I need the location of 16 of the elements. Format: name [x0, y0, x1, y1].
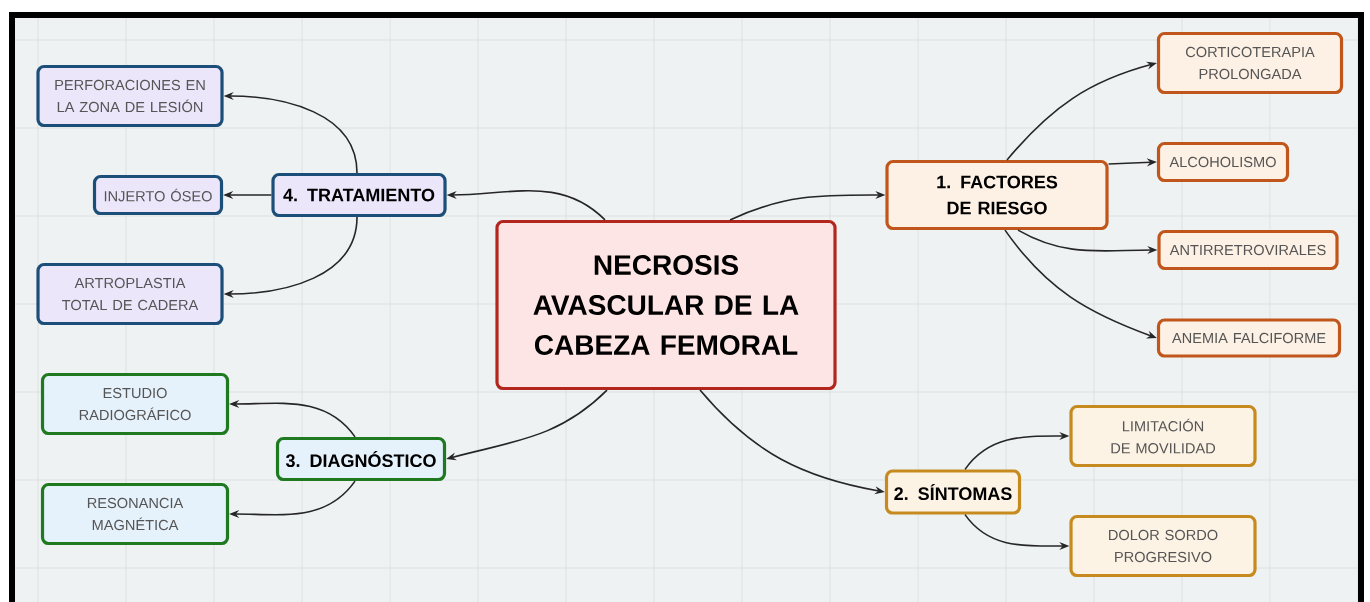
category-box: 1. FACTORES DE RIESGO — [885, 159, 1109, 231]
topic-box: ANTIRRETROVIRALES — [1157, 229, 1339, 271]
topic-box: ARTROPLASTIA TOTAL DE CADERA — [36, 262, 224, 326]
category-box: 4. TRATAMIENTO — [271, 172, 447, 218]
topic-box: ESTUDIO RADIOGRÁFICO — [40, 372, 230, 436]
topic-box: ALCOHOLISMO — [1156, 141, 1290, 183]
category-box: 2. SÍNTOMAS — [884, 469, 1022, 515]
topic-box: DOLOR SORDO PROGRESIVO — [1069, 514, 1257, 578]
topic-box: RESONANCIA MAGNÉTICA — [40, 482, 230, 546]
topic-box: INJERTO ÓSEO — [92, 174, 224, 216]
category-box: 3. DIAGNÓSTICO — [275, 436, 447, 482]
topic-box: ANEMIA FALCIFORME — [1156, 318, 1342, 358]
topic-box: PERFORACIONES EN LA ZONA DE LESIÓN — [36, 64, 224, 128]
topic-box: LIMITACIÓN DE MOVILIDAD — [1069, 404, 1257, 468]
center-topic-box: NECROSIS AVASCULAR DE LA CABEZA FEMORAL — [495, 219, 837, 391]
topic-box: CORTICOTERAPIA PROLONGADA — [1156, 31, 1344, 95]
